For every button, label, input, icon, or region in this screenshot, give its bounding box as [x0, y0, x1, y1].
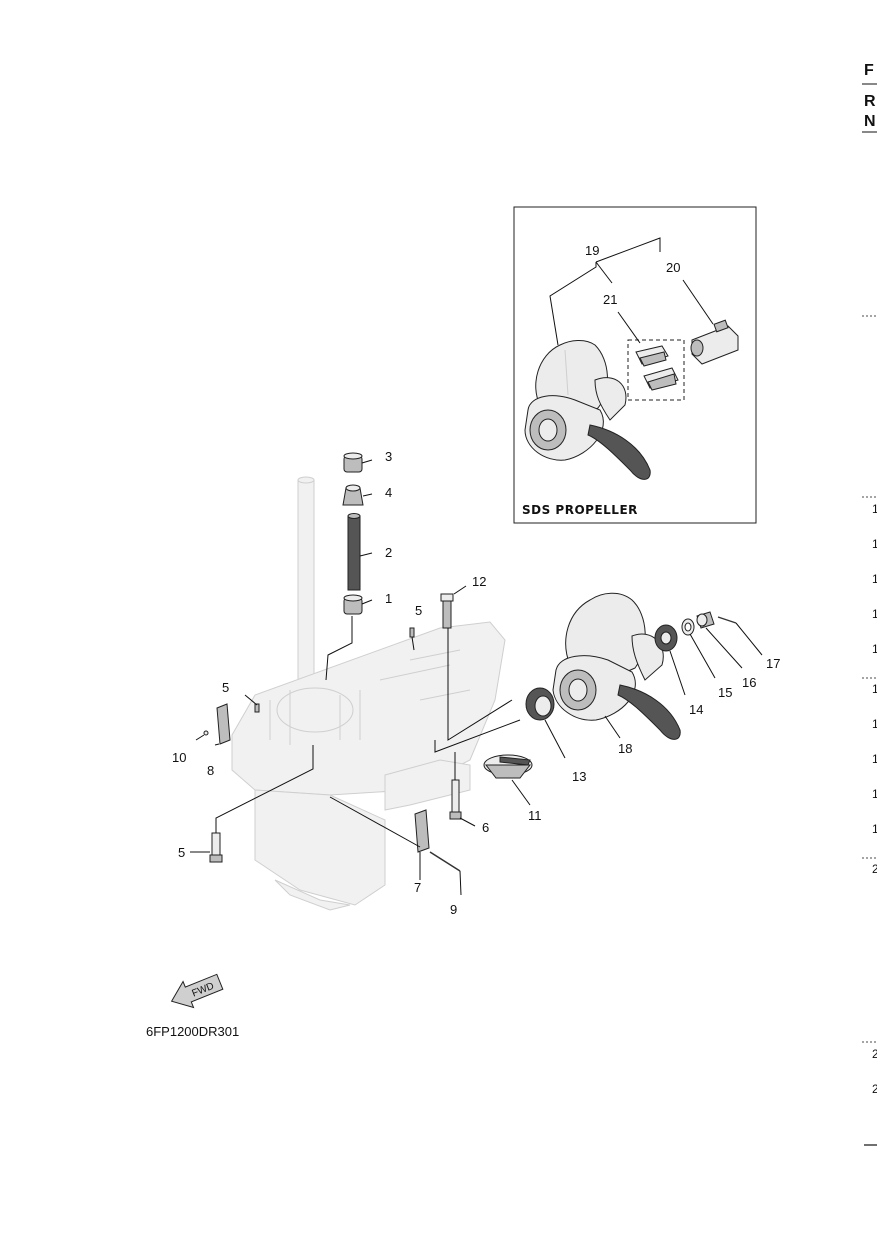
- leader-20-prop: [549, 262, 597, 346]
- part-14-thrust-washer: [525, 687, 555, 721]
- part-6-bolt: [209, 832, 223, 863]
- callout-22: 21: [603, 292, 617, 307]
- part-18-cotter-pin: [717, 616, 737, 624]
- edge-side-5: 1: [872, 682, 877, 696]
- diagram-code: 6FP1200DR301: [146, 1024, 239, 1039]
- part-1-grommet: [343, 594, 363, 615]
- callout-2: 2: [385, 545, 392, 560]
- pump-base: [276, 687, 354, 733]
- inset-propeller-drawing: [524, 340, 651, 480]
- part-19-propeller: [552, 592, 681, 740]
- part-4-seal: [342, 484, 364, 506]
- callout-20: 19: [585, 243, 599, 258]
- prop-shaft-housing: [384, 759, 471, 811]
- callout-18: 17: [766, 656, 780, 671]
- gearcase-skeg: [254, 789, 386, 906]
- edge-top-0: F: [864, 62, 874, 79]
- callout-14: 13: [572, 769, 586, 784]
- part-5-pin-a: [409, 627, 415, 638]
- edge-side-3: 1: [872, 607, 877, 621]
- drive-shaft: [297, 479, 315, 703]
- part-7-bolt: [449, 779, 462, 820]
- edge-side-2: 1: [872, 572, 877, 586]
- edge-side-9: 1: [872, 822, 877, 836]
- callout-9: 8: [207, 763, 214, 778]
- callout-11: 10: [172, 750, 186, 765]
- part-16-washer: [681, 618, 695, 636]
- callout-5a: 5: [415, 603, 422, 618]
- main-leaders: [190, 459, 763, 896]
- part-22-group-box: [627, 339, 685, 401]
- part-12-trim-tab: [483, 754, 533, 779]
- edge-side-0: 1: [872, 502, 877, 516]
- part-8-anode: [414, 809, 430, 853]
- callout-labels: 3 4 2 1 5 12 5 10 8 5 7 9 6 11 13 18 14 …: [172, 243, 780, 917]
- edge-side-1: 1: [872, 537, 877, 551]
- edge-side-8: 1: [872, 787, 877, 801]
- callout-3: 3: [385, 449, 392, 464]
- callout-4: 4: [385, 485, 392, 500]
- edge-side-12: 2: [872, 1082, 877, 1096]
- part-3-grommet: [343, 452, 363, 473]
- callout-15: 14: [689, 702, 703, 717]
- edge-side-4: 1: [872, 642, 877, 656]
- inset-title: SDS PROPELLER: [522, 503, 638, 517]
- callout-1: 1: [385, 591, 392, 606]
- edge-top-2: N: [864, 113, 876, 130]
- edge-side-7: 1: [872, 752, 877, 766]
- part-22-inserts: [635, 345, 679, 391]
- callout-7: 6: [482, 820, 489, 835]
- edge-top-1: R: [864, 93, 876, 110]
- callout-8: 7: [414, 880, 421, 895]
- leader-21: [682, 279, 714, 325]
- callout-10: 9: [450, 902, 457, 917]
- part-11-screw: [203, 730, 209, 736]
- leader-20-22: [595, 261, 613, 284]
- callout-6: 5: [178, 845, 185, 860]
- part-10-screw: [429, 851, 461, 872]
- part-5-pin-b: [254, 703, 260, 713]
- callout-21: 20: [666, 260, 680, 275]
- forward-arrow: FWD: [170, 973, 224, 1009]
- part-15-washer: [654, 624, 678, 652]
- part-13-bolt: [440, 593, 454, 629]
- edge-side-11: 2: [872, 1047, 877, 1061]
- gearcase-assembly: [231, 476, 506, 911]
- sds-propeller-inset: SDS PROPELLER: [513, 206, 757, 524]
- callout-13: 12: [472, 574, 486, 589]
- callout-17: 16: [742, 675, 756, 690]
- leader-22: [617, 311, 641, 344]
- callout-16: 15: [718, 685, 732, 700]
- callout-19: 18: [618, 741, 632, 756]
- leader-20-21: [595, 237, 661, 263]
- edge-side-10: 2: [872, 862, 877, 876]
- callout-5b: 5: [222, 680, 229, 695]
- part-21-spacer: [690, 319, 739, 365]
- right-edge-table-fragment: F R N 1 1 1 1 1 1 1 1 1 1 2 2 2: [862, 62, 877, 1146]
- part-2-tube: [347, 513, 361, 591]
- part-17-nut: [696, 611, 715, 629]
- edge-side-6: 1: [872, 717, 877, 731]
- callout-12: 11: [528, 808, 542, 823]
- part-9-anode: [216, 703, 231, 745]
